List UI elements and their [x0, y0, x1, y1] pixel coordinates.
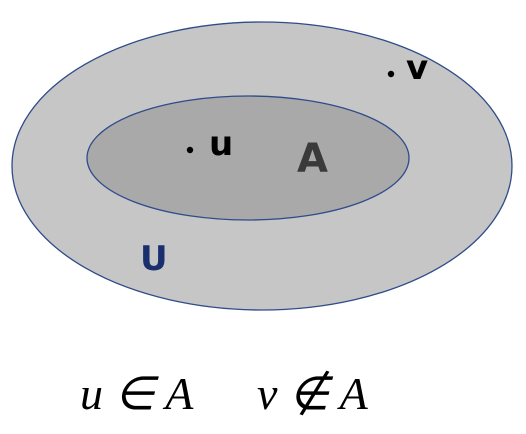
universe-label: U	[140, 239, 168, 279]
point-v-label: v	[406, 48, 428, 88]
point-u-dot	[186, 146, 194, 154]
set-a-ellipse	[86, 95, 410, 221]
non-membership-statement: v ∉ A	[257, 368, 369, 419]
membership-statement: u ∈ A	[80, 368, 194, 419]
point-u-label: u	[209, 124, 233, 164]
set-a-label: A	[297, 136, 328, 182]
point-v-dot	[387, 70, 395, 78]
